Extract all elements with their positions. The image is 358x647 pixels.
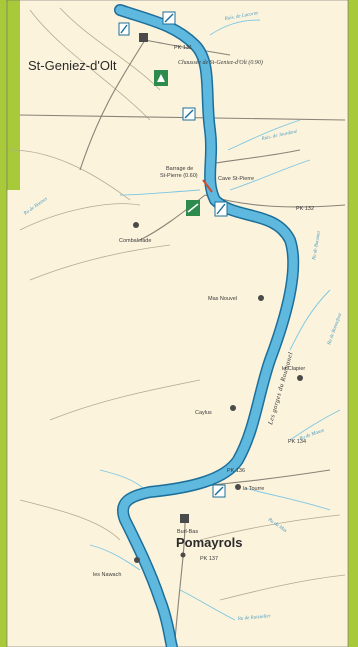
stream-label-4: Ru de Bucanet [312,230,322,261]
town-marker-st-geniez [139,33,148,42]
town-label-mas-nouvel: Mas Nouvel [208,296,237,302]
town-label-above-pomayrols: Burl-Bas [177,529,198,535]
sluice-icon [118,22,130,36]
town-marker-pomayrols [180,514,189,523]
port-icon [212,484,226,498]
dam-marker [202,179,213,193]
green-signs [154,70,200,216]
stream-label-1: Ruis. de Lacorne [223,11,259,22]
lock-icon [182,107,196,121]
town-marker-mas-nouvel [258,295,264,301]
town-label-le-clapier: le Clapier [282,366,305,372]
navigation-icons [118,11,228,498]
paddle-glyph [187,203,199,213]
canoe-icon [162,11,176,25]
town-marker-la-tourre [235,484,241,490]
town-marker-combalelade [133,222,139,228]
town-label-les-nawach: les Nawach [93,572,121,578]
weir-icon [214,201,228,217]
town-marker-small [180,552,186,558]
terrain-lines [9,7,346,601]
town-markers [133,33,303,563]
barrage-label-line1: Barrage de [166,166,193,172]
pk-label-5: PK 137 [200,556,218,562]
town-label-caylus: Caylus [195,410,212,416]
barrage-label-line2: St-Pierre (0.60) [160,173,198,179]
town-label-combalelade: Combalelade [119,238,151,244]
left-border [0,0,7,647]
streams [89,19,341,621]
pk-label-3: PK 134 [288,439,306,445]
pk-label-4: PK 136 [227,468,245,474]
pk-label-2: PK 132 [296,206,314,212]
town-marker-les-nawach [134,557,140,563]
chaussee-label: Chaussée de St-Geniez-d'Olt (0.90) [178,59,263,66]
lot-river-water [115,5,298,647]
town-marker-caylus [230,405,236,411]
town-marker-le-clapier [297,375,303,381]
right-border [348,0,358,647]
stream-label-8: Ru de Ruisselier [237,614,271,622]
town-label-pomayrols: Pomayrols [176,535,242,550]
map-frame [6,0,349,647]
pk-label-1: PK 131 [174,45,192,51]
tent-glyph [157,74,165,82]
left-green-band [0,0,20,190]
town-label-cave-st-pierre: Cave St-Pierre [218,176,254,182]
town-label-st-geniez: St-Geniez-d'Olt [28,58,117,73]
town-label-la-tourre: la Tourre [243,486,264,492]
